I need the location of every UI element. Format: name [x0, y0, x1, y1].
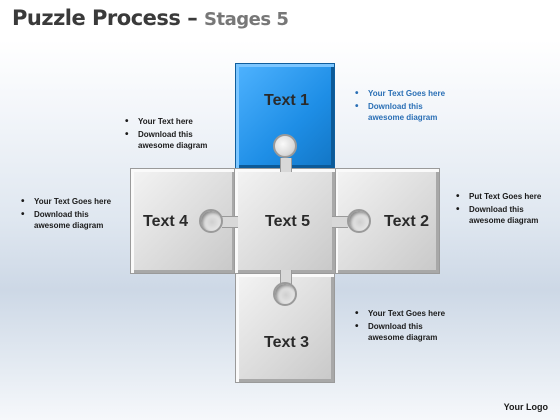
note-top-left: Your Text here Download this awesome dia…: [124, 116, 224, 153]
note-item: Download this awesome diagram: [455, 204, 551, 226]
connector-neck-right: [332, 216, 348, 228]
page-title: Puzzle Process – Stages 5: [12, 6, 289, 30]
connector-neck-top: [280, 158, 292, 172]
title-sub: Stages 5: [204, 9, 289, 30]
note-bottom-right: Your Text Goes here Download this awesom…: [354, 308, 454, 345]
piece-5-label: Text 5: [265, 213, 311, 230]
title-main: Puzzle Process –: [12, 6, 205, 30]
note-left: Your Text Goes here Download this awesom…: [20, 196, 120, 233]
note-item: Download this awesome diagram: [124, 129, 224, 151]
connector-neck-left: [222, 216, 238, 228]
logo-text: Your Logo: [503, 402, 548, 412]
connector-knob-bottom: [273, 282, 297, 306]
connector-knob-top: [273, 134, 297, 158]
note-item: Your Text Goes here: [20, 196, 120, 207]
note-item: Download this awesome diagram: [354, 101, 450, 123]
piece-1-label: Text 1: [264, 92, 310, 109]
piece-3-label: Text 3: [264, 334, 310, 351]
connector-knob-left: [199, 209, 223, 233]
note-item: Download this awesome diagram: [354, 321, 454, 343]
puzzle-piece-5[interactable]: Text 5: [234, 168, 336, 274]
piece-2-label: Text 2: [384, 213, 430, 230]
note-top-right: Your Text Goes here Download this awesom…: [354, 88, 450, 125]
note-item: Your Text Goes here: [354, 88, 450, 99]
note-item: Your Text Goes here: [354, 308, 454, 319]
connector-knob-right: [347, 209, 371, 233]
note-item: Put Text Goes here: [455, 191, 551, 202]
puzzle-piece-3[interactable]: Text 3: [235, 273, 335, 383]
note-item: Your Text here: [124, 116, 224, 127]
piece-4-label: Text 4: [143, 213, 189, 230]
note-item: Download this awesome diagram: [20, 209, 120, 231]
note-right: Put Text Goes here Download this awesome…: [455, 191, 551, 228]
connector-neck-bottom: [280, 270, 292, 284]
